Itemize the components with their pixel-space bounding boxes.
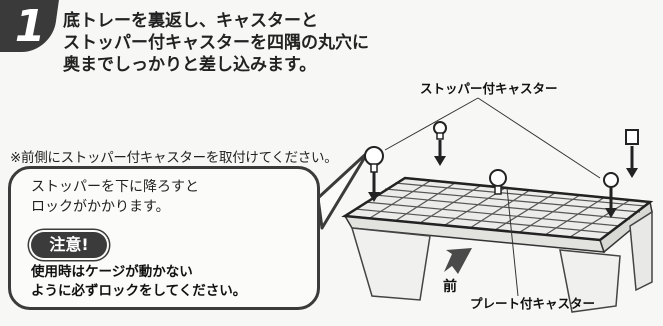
- callout-box: ストッパーを下に降ろすと ロックがかかります。 注意! 使用時はケージが動かない…: [8, 166, 320, 310]
- step-number: 1: [14, 1, 46, 52]
- label-stopper-caster: ストッパー付キャスター: [420, 81, 558, 96]
- tray: [341, 176, 654, 313]
- front-arrow-icon: [444, 248, 472, 274]
- warning-text: 使用時はケージが動かない ように必ずロックをしてください。: [31, 263, 246, 301]
- warning-line: ように必ずロックをしてください。: [31, 283, 247, 299]
- label-plate-caster: プレート付キャスター: [470, 296, 596, 311]
- caster-front-right: [603, 172, 619, 218]
- instruction-line: 底トレーを裏返し、キャスターと: [63, 11, 318, 31]
- caster-back-left: [433, 121, 447, 166]
- leader-line: [506, 187, 519, 297]
- leader-line: [477, 97, 601, 179]
- callout-text: ストッパーを下に降ろすと ロックがかかります。: [31, 177, 199, 217]
- callout-line: ストッパーを下に降ろすと: [31, 179, 199, 195]
- caster-back-right: [625, 129, 639, 178]
- callout-pointer: [316, 150, 370, 230]
- instruction-line: ストッパー付キャスターを四隅の丸穴に: [63, 33, 369, 53]
- caster-left: [364, 146, 384, 202]
- caution-badge: 注意!: [31, 232, 107, 258]
- warning-line: 使用時はケージが動かない: [31, 264, 193, 280]
- caster-center: [489, 169, 507, 195]
- leader-line: [384, 97, 479, 151]
- label-front: 前: [443, 279, 457, 295]
- instruction-text: 底トレーを裏返し、キャスターと ストッパー付キャスターを四隅の丸穴に 奥までしっ…: [63, 10, 423, 76]
- instruction-line: 奥までしっかりと差し込みます。: [63, 55, 317, 75]
- front-note: ※前側にストッパー付キャスターを取付けてください。: [10, 150, 338, 166]
- callout-line: ロックがかかります。: [31, 199, 170, 215]
